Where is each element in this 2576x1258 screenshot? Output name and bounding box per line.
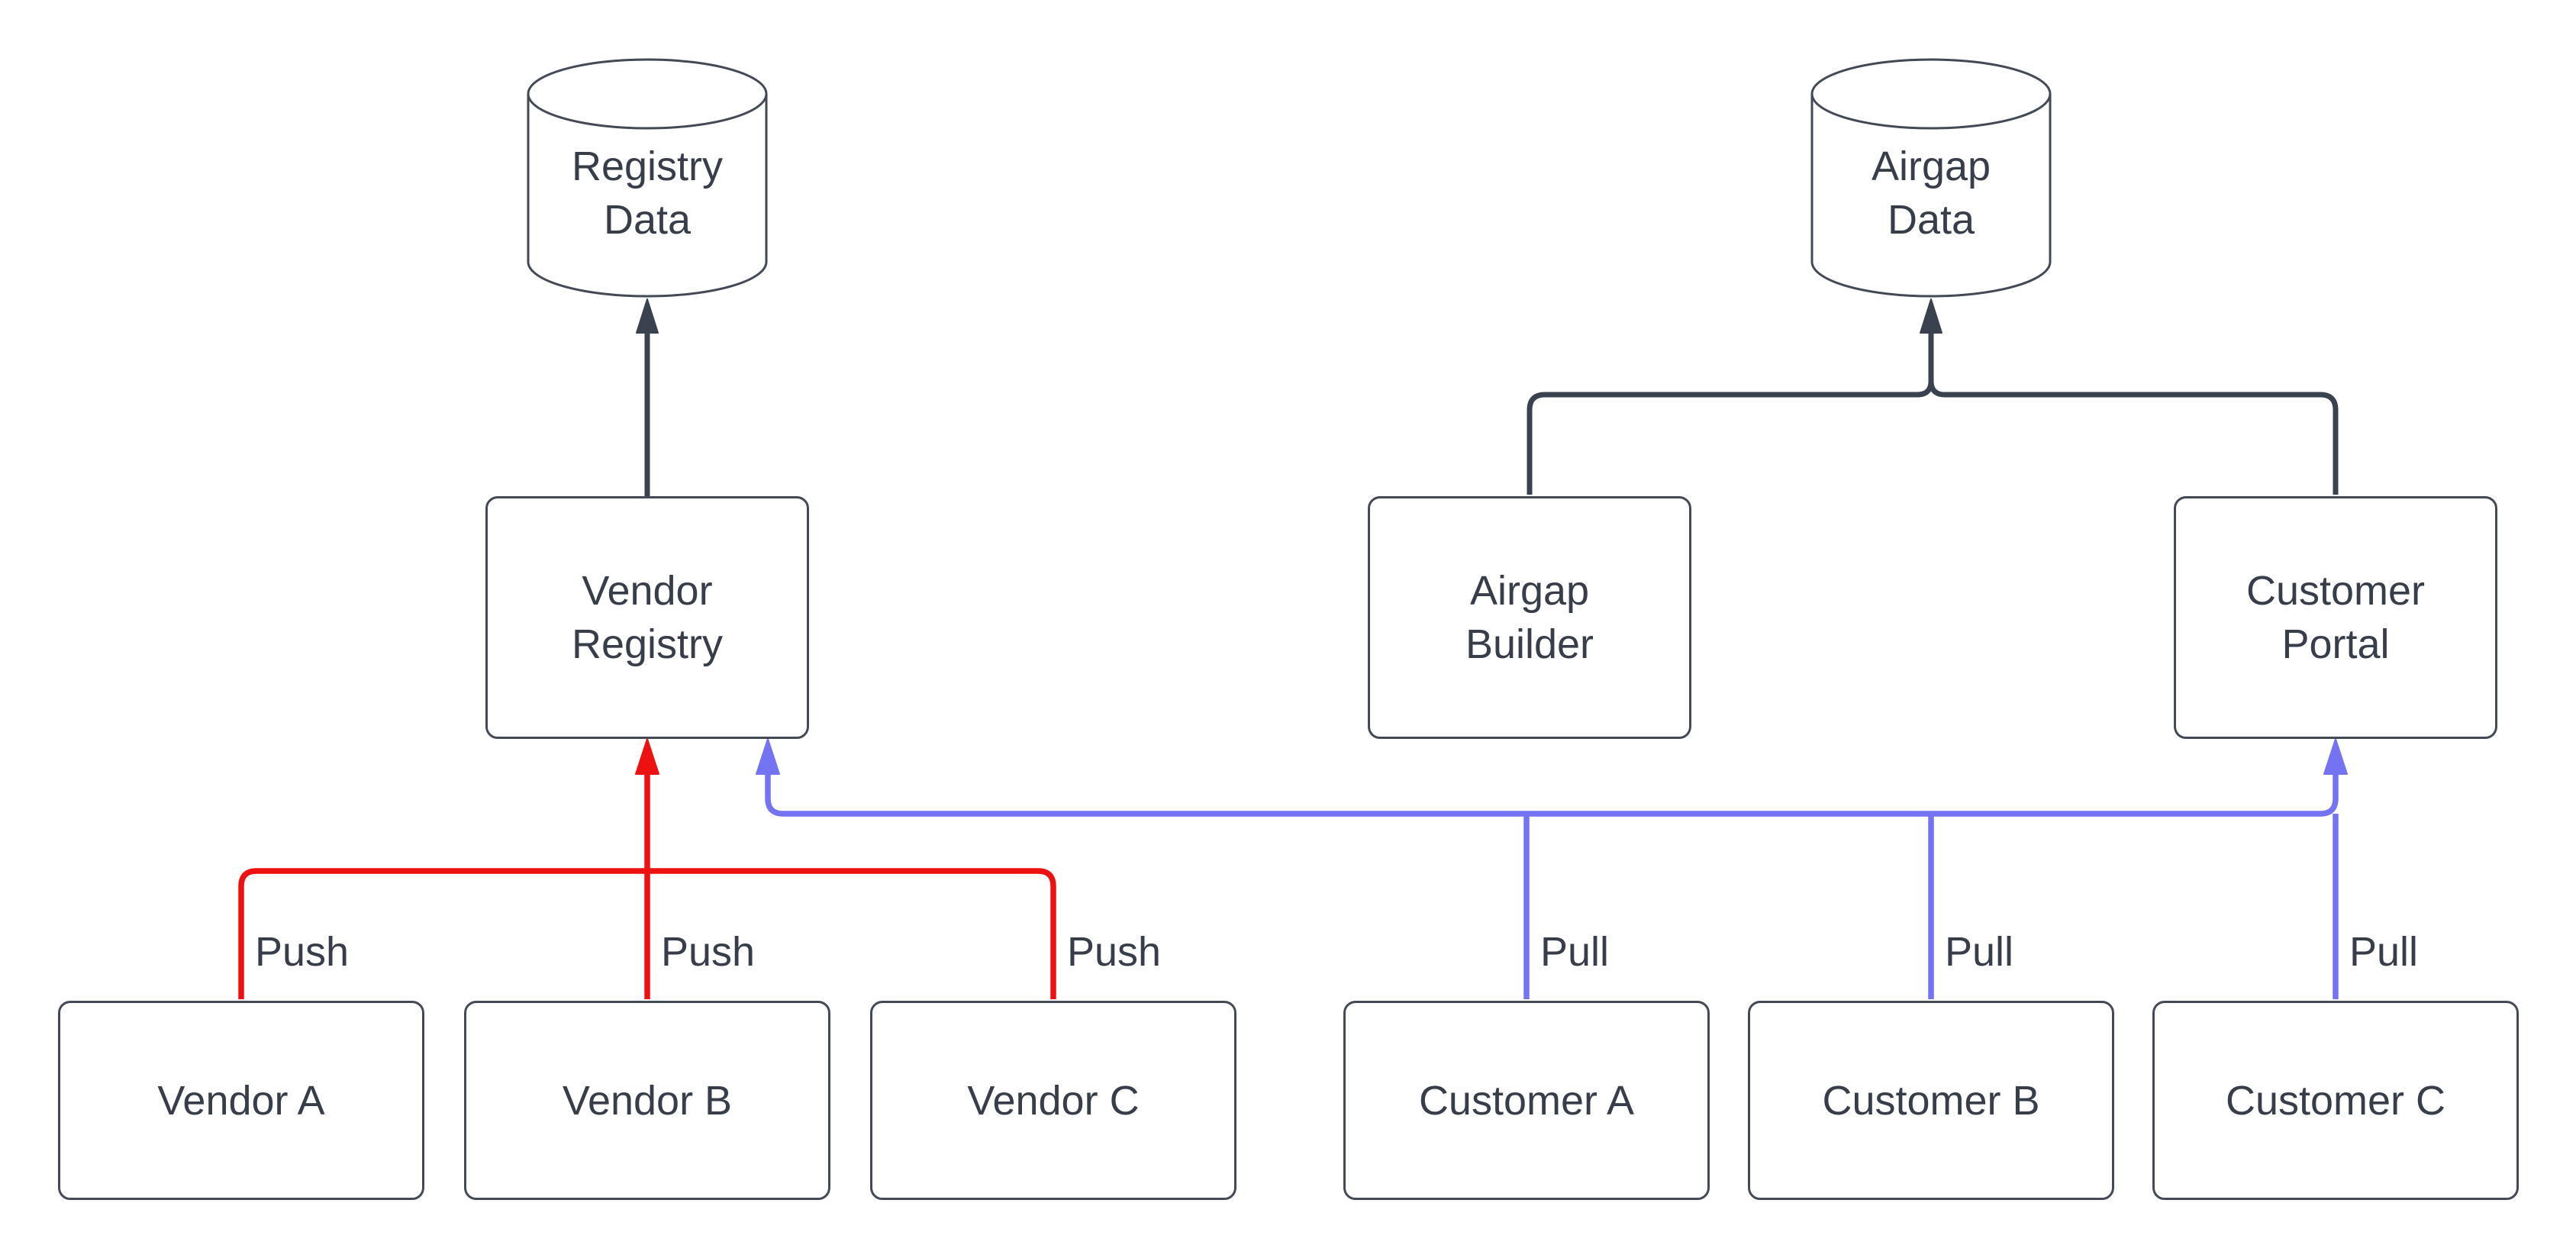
node-label: Airgap Builder [1465, 564, 1594, 671]
arrowhead-up [1920, 298, 1942, 334]
datastore-airgap-data-label: Airgap Data [1812, 140, 2050, 247]
edge-label-pull-customer-c: Pull [2349, 929, 2419, 975]
edge-label-push-vendor-c: Push [1067, 929, 1162, 975]
node-label: Customer B [1822, 1077, 2040, 1124]
arrowhead-push [635, 738, 659, 775]
edge-label-push-vendor-b: Push [661, 929, 756, 975]
label-line: Airgap [1469, 568, 1590, 614]
node-customer-portal: Customer Portal [2174, 496, 2497, 739]
edge-label-pull-customer-a: Pull [1540, 929, 1610, 975]
node-vendor-a: Vendor A [58, 1001, 424, 1200]
node-label: Vendor Registry [572, 564, 723, 671]
cylinder-top [527, 58, 768, 130]
datastore-airgap-data-shape [1810, 58, 2052, 298]
node-label: Customer A [1418, 1077, 1635, 1124]
node-label: Vendor C [967, 1077, 1140, 1124]
node-label: Customer Portal [2246, 564, 2425, 671]
label-line: Airgap [1871, 144, 1991, 189]
node-customer-a: Customer A [1343, 1001, 1710, 1200]
label-line: Data [1887, 197, 1975, 243]
cylinder-body [527, 94, 768, 298]
datastore-registry-data-shape [527, 58, 768, 298]
cylinder-top [1810, 58, 2052, 130]
cylinder-body [1810, 94, 2052, 298]
edge-push-bus [238, 738, 1056, 999]
node-label: Customer C [2225, 1077, 2446, 1124]
node-customer-c: Customer C [2152, 1001, 2519, 1200]
edge-label-push-vendor-a: Push [255, 929, 350, 975]
node-airgap-builder: Airgap Builder [1368, 496, 1691, 739]
node-label: Vendor B [562, 1077, 733, 1124]
edge-label-pull-customer-b: Pull [1945, 929, 2014, 975]
edge-builder-portal-to-airgap-data [1527, 298, 2339, 495]
datastore-registry-data-label: Registry Data [528, 140, 766, 247]
label-line: Registry [571, 621, 724, 667]
arrowhead-pull-right [2323, 738, 2348, 775]
label-line: Builder [1465, 621, 1594, 667]
node-vendor-b: Vendor B [464, 1001, 830, 1200]
label-line: Portal [2281, 621, 2390, 667]
label-line: Customer [2246, 568, 2426, 614]
edge-pull-bus [756, 738, 2348, 999]
node-customer-b: Customer B [1748, 1001, 2114, 1200]
arrowhead-pull-left [756, 738, 780, 775]
label-line: Registry [571, 144, 724, 189]
arrowhead-up [636, 298, 659, 334]
node-vendor-c: Vendor C [870, 1001, 1236, 1200]
node-label: Vendor A [157, 1077, 325, 1124]
label-line: Data [603, 197, 692, 243]
label-line: Vendor [582, 568, 713, 614]
node-vendor-registry: Vendor Registry [485, 496, 809, 739]
